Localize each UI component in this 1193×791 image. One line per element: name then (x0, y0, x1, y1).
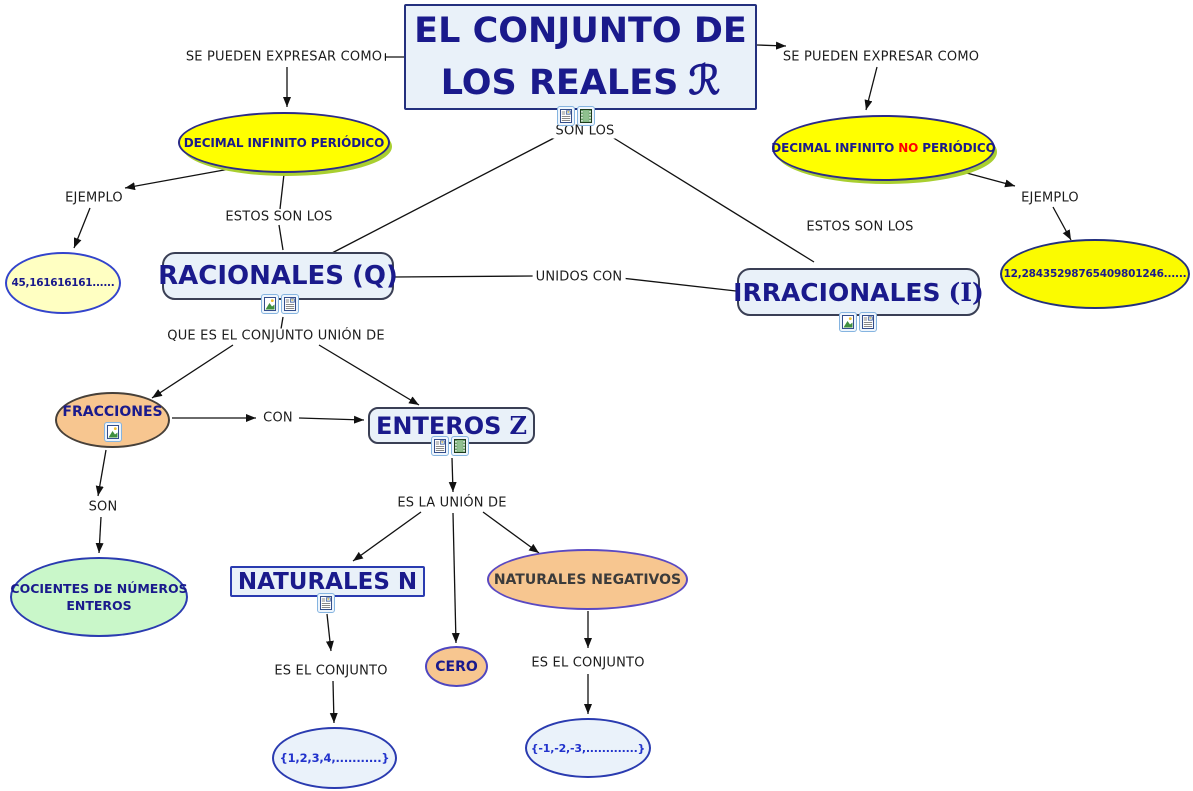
i-symbol: (I) (948, 277, 984, 307)
node-enteros[interactable]: ENTEROS Z (368, 407, 535, 444)
title-resource-icons (557, 106, 595, 126)
node-label: NATURALES NEGATIVOS (493, 571, 682, 588)
node-label: FRACCIONES (62, 404, 163, 420)
node-label: ENTEROS (376, 411, 502, 440)
phrase-son-los[interactable]: SON LOS (552, 123, 618, 139)
document-icon[interactable] (557, 106, 575, 126)
z-symbol: Z (509, 411, 527, 440)
phrase-con[interactable]: CON (260, 410, 296, 426)
node-label: {1,2,3,4,...........} (279, 751, 390, 765)
phrase-se-pueden-expresar-left[interactable]: SE PUEDEN EXPRESAR COMO (182, 49, 386, 65)
node-label-line1: COCIENTES DE NÚMEROS (10, 581, 188, 596)
video-icon[interactable] (451, 436, 469, 456)
naturales-resource-icons (317, 593, 335, 613)
node-label: {-1,-2,-3,.............} (530, 741, 646, 755)
node-conjunto-negativos[interactable]: {-1,-2,-3,.............} (525, 718, 651, 778)
document-icon[interactable] (281, 294, 299, 314)
irracionales-resource-icons (839, 312, 877, 332)
node-label: DECIMAL INFINITO PERIÓDICO (183, 135, 385, 150)
node-cocientes[interactable]: COCIENTES DE NÚMEROS ENTEROS (10, 557, 188, 637)
phrase-unidos-con[interactable]: UNIDOS CON (532, 269, 626, 285)
node-label-highlight: NO (898, 141, 919, 155)
node-naturales-negativos[interactable]: NATURALES NEGATIVOS (487, 549, 688, 610)
node-ejemplo-racional[interactable]: 45,161616161...... (5, 252, 121, 314)
phrase-es-la-union-de[interactable]: ES LA UNIÓN DE (394, 495, 510, 511)
node-cero[interactable]: CERO (425, 646, 488, 687)
video-icon[interactable] (577, 106, 595, 126)
image-icon[interactable] (839, 312, 857, 332)
image-icon[interactable] (103, 422, 122, 442)
phrase-ejemplo-right[interactable]: EJEMPLO (1018, 190, 1082, 206)
node-label: IRRACIONALES (733, 277, 941, 307)
image-icon[interactable] (261, 294, 279, 314)
node-conjunto-naturales[interactable]: {1,2,3,4,...........} (272, 727, 397, 789)
title-line1: EL CONJUNTO DE (414, 10, 747, 51)
node-label: 45,161616161...... (11, 277, 115, 289)
document-icon[interactable] (431, 436, 449, 456)
node-fracciones[interactable]: FRACCIONES (55, 392, 170, 448)
node-label: CERO (435, 658, 478, 675)
enteros-resource-icons (431, 436, 469, 456)
document-icon[interactable] (859, 312, 877, 332)
node-racionales[interactable]: RACIONALES (Q) (158, 252, 398, 300)
phrase-que-es-el-conjunto-union-de[interactable]: QUE ES EL CONJUNTO UNIÓN DE (164, 328, 388, 344)
phrase-estos-son-los-left[interactable]: ESTOS SON LOS (222, 209, 336, 225)
document-icon[interactable] (317, 593, 335, 613)
node-ejemplo-irracional[interactable]: 12,28435298765409801246...... (1000, 239, 1190, 309)
phrase-son[interactable]: SON (85, 499, 121, 515)
script-r-symbol: ℛ (688, 56, 721, 104)
phrase-es-el-conjunto-left[interactable]: ES EL CONJUNTO (271, 663, 391, 679)
node-label: 12,28435298765409801246...... (1003, 268, 1187, 280)
node-label: NATURALES N (237, 568, 418, 595)
phrase-se-pueden-expresar-right[interactable]: SE PUEDEN EXPRESAR COMO (779, 49, 983, 65)
q-symbol: (Q) (352, 261, 398, 291)
node-naturales[interactable]: NATURALES N (230, 566, 425, 597)
node-label-prefix: DECIMAL INFINITO (771, 141, 895, 155)
racionales-resource-icons (261, 294, 299, 314)
phrase-estos-son-los-right[interactable]: ESTOS SON LOS (803, 219, 917, 235)
node-decimal-infinito-periodico[interactable]: DECIMAL INFINITO PERIÓDICO (178, 112, 390, 173)
phrase-ejemplo-left[interactable]: EJEMPLO (62, 190, 126, 206)
node-label: RACIONALES (158, 261, 345, 291)
node-irracionales[interactable]: IRRACIONALES (I) (733, 268, 984, 316)
node-label-line2: ENTEROS (66, 598, 132, 613)
node-label-suffix: PERIÓDICO (922, 141, 996, 155)
phrase-es-el-conjunto-right[interactable]: ES EL CONJUNTO (528, 655, 648, 671)
